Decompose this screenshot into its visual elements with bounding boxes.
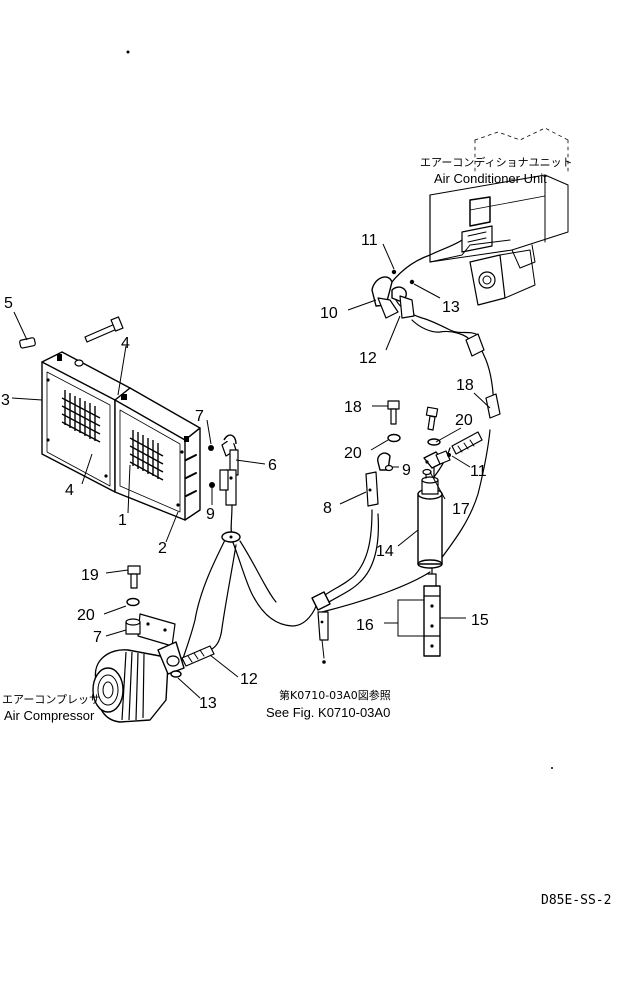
callout-5: 5 bbox=[4, 295, 13, 312]
hoses bbox=[179, 239, 495, 669]
callout-4-bottom: 4 bbox=[65, 482, 74, 499]
callout-2: 2 bbox=[158, 540, 167, 557]
callout-9-right: 9 bbox=[402, 462, 411, 479]
callout-3: 3 bbox=[1, 392, 10, 409]
washer-20-left bbox=[387, 433, 401, 443]
hose-fitting-part-8 bbox=[365, 452, 394, 507]
hose-clamp-left bbox=[221, 531, 241, 543]
callout-20-right: 20 bbox=[455, 412, 473, 429]
drier-fitting-cluster bbox=[422, 431, 483, 476]
see-fig-label-en: See Fig. K0710-03A0 bbox=[266, 705, 390, 720]
callout-12-bottom: 12 bbox=[240, 671, 258, 688]
callout-19: 19 bbox=[81, 567, 99, 584]
callout-20-left: 20 bbox=[344, 445, 362, 462]
drawing-id: D85E-SS-2 bbox=[541, 893, 611, 908]
callout-7-lower: 7 bbox=[93, 629, 102, 646]
callout-4-top: 4 bbox=[121, 335, 130, 352]
callout-15: 15 bbox=[471, 612, 489, 629]
callout-20-compressor: 20 bbox=[77, 607, 95, 624]
bolt-18-right bbox=[425, 406, 439, 431]
callout-11-top: 11 bbox=[361, 232, 378, 249]
bolt-19 bbox=[127, 565, 141, 589]
bolt-top-condenser bbox=[84, 316, 124, 343]
compressor-label-en: Air Compressor bbox=[4, 708, 95, 723]
condenser-assembly bbox=[41, 351, 201, 521]
compressor-hose-fitting-12 bbox=[181, 645, 215, 667]
o-ring-13-compressor bbox=[170, 670, 182, 678]
pin-part-5 bbox=[19, 337, 36, 349]
callout-8: 8 bbox=[323, 500, 332, 517]
callout-10: 10 bbox=[320, 305, 338, 322]
bolt-18-left bbox=[387, 400, 400, 425]
leader-lines bbox=[11, 243, 491, 699]
callout-14: 14 bbox=[376, 543, 394, 560]
mounting-bracket-center bbox=[311, 591, 331, 664]
air-conditioner-unit bbox=[429, 127, 569, 306]
callout-18-left: 18 bbox=[344, 399, 362, 416]
receiver-drier bbox=[417, 467, 443, 569]
ac-unit-hose-fittings bbox=[371, 269, 501, 419]
callout-12-top: 12 bbox=[359, 350, 377, 367]
callout-7-upper: 7 bbox=[195, 408, 204, 425]
washer-small-top bbox=[74, 359, 84, 367]
callout-18-right: 18 bbox=[456, 377, 474, 394]
drier-bracket bbox=[423, 567, 441, 657]
callout-6: 6 bbox=[268, 457, 277, 474]
callout-17: 17 bbox=[452, 501, 470, 518]
callout-1: 1 bbox=[118, 512, 127, 529]
see-fig-label-jp: 第K0710-03A0図参照 bbox=[279, 688, 391, 702]
callout-13-top: 13 bbox=[442, 299, 460, 316]
ac-unit-label-jp: エアーコンディショナユニット bbox=[420, 155, 573, 169]
callout-9-left: 9 bbox=[206, 506, 215, 523]
callout-numbers: 5 4 3 4 1 2 7 9 6 11 10 13 12 18 18 20 2… bbox=[1, 232, 489, 712]
condenser-outlet-fittings bbox=[208, 434, 239, 506]
compressor-label-jp: エアーコンプレッサ bbox=[2, 693, 100, 706]
spacer-7-compressor bbox=[125, 618, 141, 635]
callout-11-right: 11 bbox=[470, 463, 487, 480]
ac-unit-label-en: Air Conditioner Unit bbox=[434, 171, 547, 186]
callout-13-bottom: 13 bbox=[199, 695, 217, 712]
washer-20-right bbox=[427, 438, 441, 446]
washer-20-compressor bbox=[126, 597, 140, 607]
callout-16: 16 bbox=[356, 617, 374, 634]
